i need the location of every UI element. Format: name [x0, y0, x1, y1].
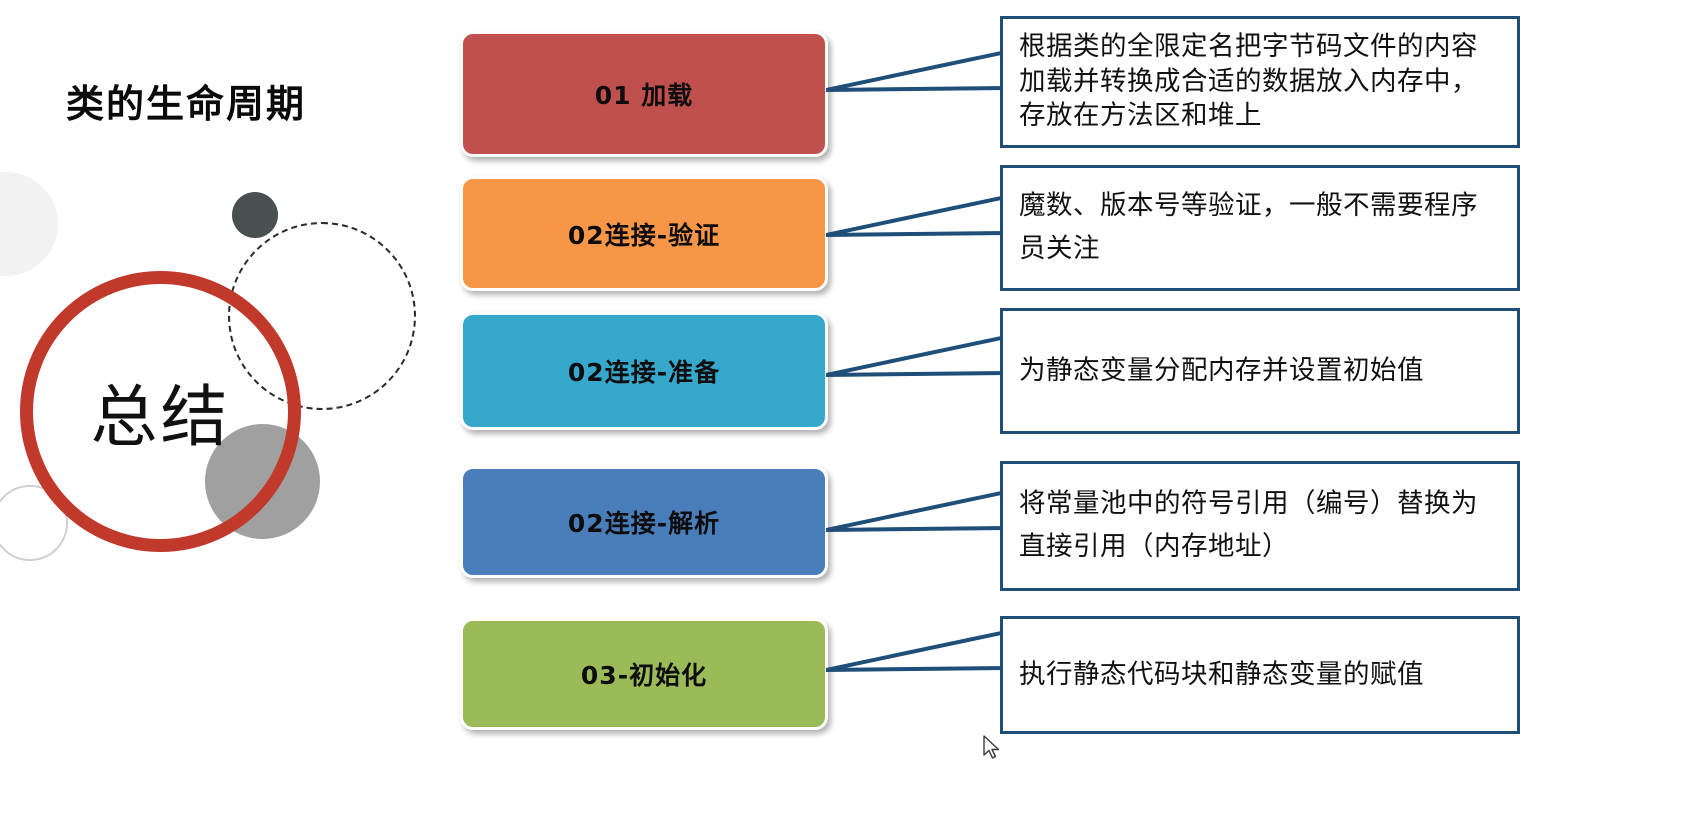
- connector-line-initialization: [826, 610, 1006, 730]
- stage-pill-resolution[interactable]: 02连接-解析: [460, 466, 828, 578]
- connector-line-verification: [826, 175, 1006, 295]
- callout-text: 为静态变量分配内存并设置初始值: [1019, 354, 1424, 386]
- stage-pill-label: 01 加载: [594, 81, 694, 110]
- stage-pill-label: 02连接-验证: [567, 220, 721, 250]
- callout-box-verification: 魔数、版本号等验证，一般不需要程序员关注: [1000, 165, 1520, 291]
- callout-text: 将常量池中的符号引用（编号）替换为直接引用（内存地址）: [1019, 488, 1478, 562]
- stage-pill-label: 02连接-解析: [567, 509, 721, 538]
- callout-text: 执行静态代码块和静态变量的赋值: [1019, 658, 1424, 690]
- dark-dot-decoration: [232, 192, 278, 238]
- slide-title: 类的生命周期: [66, 82, 307, 126]
- callout-text: 根据类的全限定名把字节码文件的内容加载并转换成合适的数据放入内存中，存放在方法区…: [1019, 31, 1478, 132]
- light-circle-top-left-decoration: [0, 172, 58, 276]
- arrow-pointer-icon: [983, 735, 1003, 763]
- stage-pill-verification[interactable]: 02连接-验证: [460, 176, 828, 291]
- stage-pill-preparation[interactable]: 02连接-准备: [460, 312, 828, 430]
- summary-badge-label: 总结: [90, 378, 231, 456]
- callout-box-initialization: 执行静态代码块和静态变量的赋值: [1000, 616, 1520, 734]
- stage-pill-loading[interactable]: 01 加载: [460, 31, 828, 157]
- callout-text: 魔数、版本号等验证，一般不需要程序员关注: [1019, 190, 1478, 264]
- stage-pill-initialization[interactable]: 03-初始化: [460, 618, 828, 730]
- stage-pill-label: 03-初始化: [580, 661, 708, 690]
- connector-line-resolution: [826, 470, 1006, 590]
- connector-line-preparation: [826, 315, 1006, 435]
- callout-box-loading: 根据类的全限定名把字节码文件的内容加载并转换成合适的数据放入内存中，存放在方法区…: [1000, 16, 1520, 148]
- stage-pill-label: 02连接-准备: [567, 358, 721, 387]
- callout-box-resolution: 将常量池中的符号引用（编号）替换为直接引用（内存地址）: [1000, 461, 1520, 591]
- connector-line-loading: [826, 30, 1006, 150]
- callout-box-preparation: 为静态变量分配内存并设置初始值: [1000, 308, 1520, 434]
